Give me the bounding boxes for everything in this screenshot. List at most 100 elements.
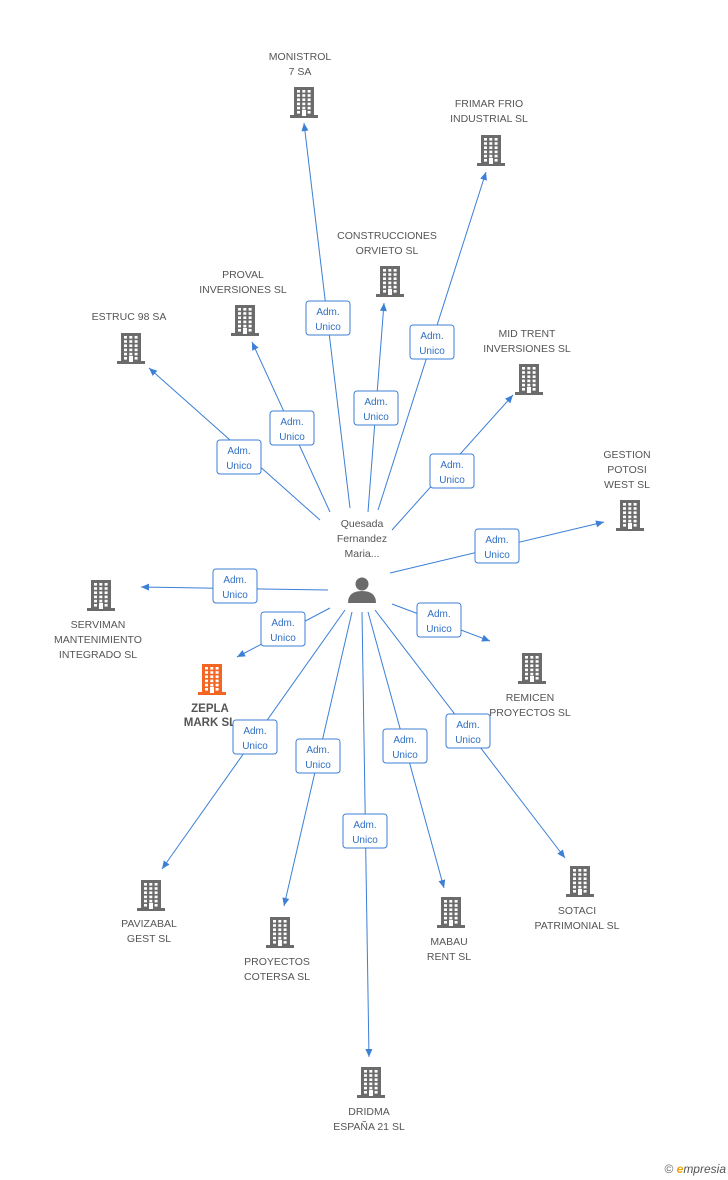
company-label-line: INVERSIONES SL (483, 343, 571, 355)
company-label-line: GESTION (603, 449, 650, 461)
building-icon (477, 135, 505, 166)
building-icon (290, 87, 318, 118)
company-label-line: WEST SL (604, 479, 650, 491)
company-label-line: PROYECTOS (244, 956, 310, 968)
company-node-proval[interactable]: PROVAL INVERSIONES SL (199, 269, 287, 336)
relation-label: Adm. (271, 618, 294, 629)
relation-badge-proval[interactable]: Adm. Unico (269, 410, 315, 446)
company-node-estruc[interactable]: ESTRUC 98 SA (92, 311, 167, 364)
relation-label: Unico (222, 590, 248, 601)
building-icon (437, 897, 465, 928)
company-label-line: REMICEN (506, 692, 554, 704)
relation-badge-estruc[interactable]: Adm.Unico (216, 439, 262, 475)
relation-label: Unico (242, 741, 268, 752)
company-label-line: COTERSA SL (244, 971, 310, 983)
relation-label: Adm. (280, 417, 303, 428)
company-label-line: ESTRUC 98 SA (92, 311, 167, 323)
building-icon (376, 266, 404, 297)
relation-label: Adm. (306, 745, 329, 756)
relation-badge-midtrent[interactable]: Adm.Unico (429, 453, 475, 489)
brand-initial: e (676, 1162, 684, 1176)
person-name-label-line: Quesada (341, 518, 384, 530)
relation-label: Unico (419, 346, 445, 357)
relation-badge-pavizabal[interactable]: Adm.Unico (232, 719, 278, 755)
relation-badge-remicen[interactable]: Adm.Unico (416, 602, 462, 638)
relations-layer: Adm.UnicoAdm.UnicoAdm.UnicoAdm.UnicoAdm.… (212, 300, 520, 849)
relation-badge-proyectos[interactable]: Adm.Unico (295, 738, 341, 774)
company-label: ESTRUC 98 SA (92, 311, 167, 323)
relation-label: Adm. (420, 331, 443, 342)
building-icon (198, 664, 226, 695)
company-label-line: CONSTRUCCIONES (337, 230, 437, 242)
company-label-line: MID TRENT (499, 328, 557, 340)
relation-badge-mabau[interactable]: Adm. Unico (382, 728, 428, 764)
relation-label: Adm. (364, 397, 387, 408)
person-name-label-line: Maria... (344, 548, 379, 560)
person-icon (348, 577, 376, 603)
company-node-proyectos[interactable]: PROYECTOS COTERSA SL (244, 917, 310, 983)
building-icon (616, 500, 644, 531)
company-node-gestion[interactable]: GESTION POTOSI WEST SL (603, 449, 651, 531)
relation-label: Unico (352, 835, 378, 846)
building-icon (231, 305, 259, 336)
relation-badge-construcciones[interactable]: Adm.Unico (353, 390, 399, 426)
relation-label: Adm. (227, 446, 250, 457)
relation-label: Adm. (393, 735, 416, 746)
company-label-line: RENT SL (427, 951, 471, 963)
company-label-line: INTEGRADO SL (59, 649, 137, 661)
company-label-line: PATRIMONIAL SL (535, 920, 620, 932)
company-label-line: 7 SA (289, 66, 312, 78)
relation-label: Unico (455, 735, 481, 746)
copyright-symbol: © (664, 1162, 674, 1176)
relation-badge-gestion[interactable]: Adm.Unico (474, 528, 520, 564)
relation-badge-zepla[interactable]: Adm.Unico (260, 611, 306, 647)
relation-label: Unico (279, 432, 305, 443)
relation-badge-sotaci[interactable]: Adm.Unico (445, 713, 491, 749)
company-label: MID TRENT INVERSIONES SL (483, 328, 571, 355)
company-label-line: INVERSIONES SL (199, 284, 287, 296)
building-icon (137, 880, 165, 911)
relation-label: Unico (392, 750, 418, 761)
company-label-line: PROYECTOS SL (489, 707, 571, 719)
company-label-line: PROVAL (222, 269, 264, 281)
relation-label: Unico (439, 475, 465, 486)
building-icon (518, 653, 546, 684)
company-label-line: ESPAÑA 21 SL (333, 1120, 405, 1133)
relation-badge-dridma[interactable]: Adm.Unico (342, 813, 388, 849)
relation-badge-monistrol[interactable]: Adm. Unico (305, 300, 351, 336)
company-node-remicen[interactable]: REMICEN PROYECTOS SL (489, 653, 571, 719)
company-label-line: POTOSI (607, 464, 646, 476)
company-label: MABAU RENT SL (427, 936, 471, 963)
company-label: PROVAL INVERSIONES SL (199, 269, 287, 296)
relation-badge-frimar[interactable]: Adm. Unico (409, 324, 455, 360)
building-icon (117, 333, 145, 364)
relation-label: Unico (315, 322, 341, 333)
company-label-line: GEST SL (127, 933, 171, 945)
company-label-line: INDUSTRIAL SL (450, 113, 528, 125)
company-label: PROYECTOS COTERSA SL (244, 956, 310, 983)
company-node-mabau[interactable]: MABAU RENT SL (427, 897, 471, 963)
company-node-midtrent[interactable]: MID TRENT INVERSIONES SL (483, 328, 571, 395)
company-label: GESTION POTOSI WEST SL (603, 449, 650, 491)
relation-label: Adm. (316, 307, 339, 318)
company-label-line: SERVIMAN (71, 619, 126, 631)
company-label: REMICEN PROYECTOS SL (489, 692, 571, 719)
relation-badge-serviman[interactable]: Adm.Unico (212, 568, 258, 604)
company-label-line: MABAU (430, 936, 467, 948)
